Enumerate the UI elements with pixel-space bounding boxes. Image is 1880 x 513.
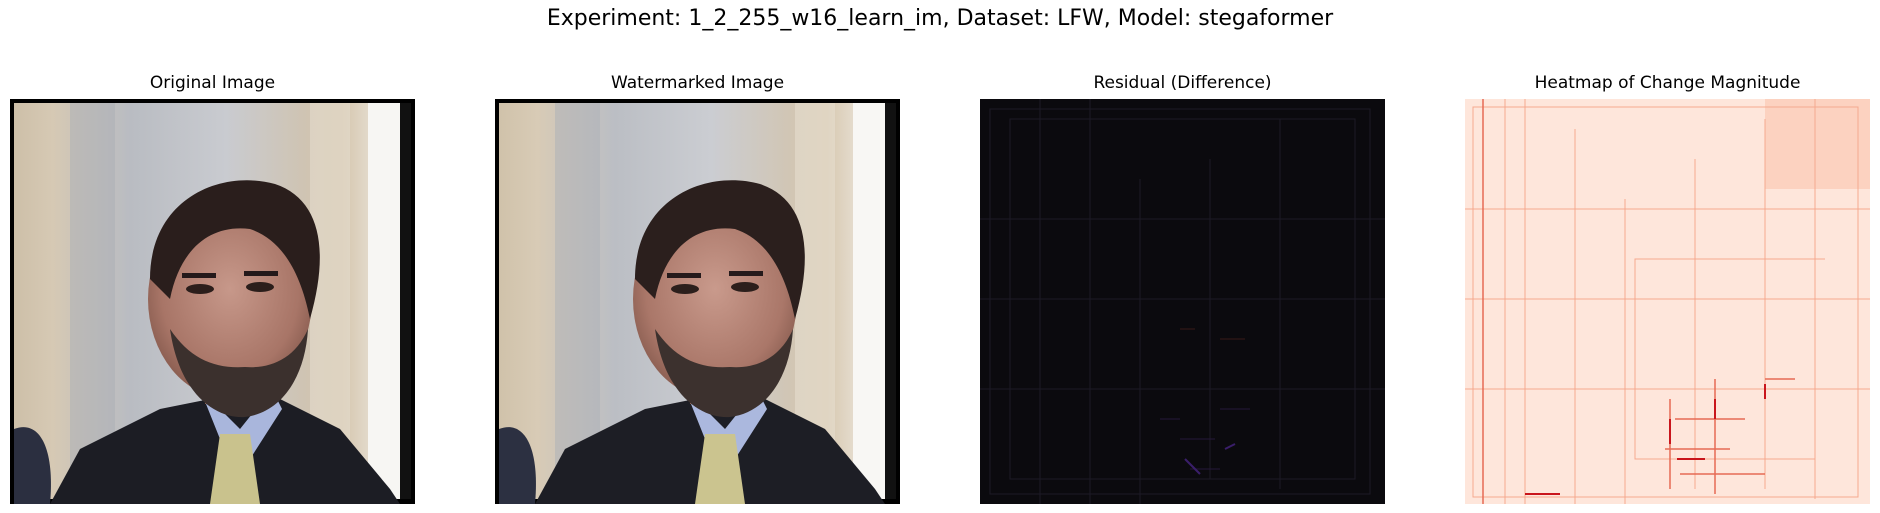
heatmap-graphic	[1465, 99, 1870, 504]
original-image	[10, 99, 415, 504]
original-portrait-graphic	[10, 99, 415, 504]
panel-title-original: Original Image	[149, 73, 276, 93]
panel-title-watermarked: Watermarked Image	[610, 73, 785, 93]
figure-title: Experiment: 1_2_255_w16_learn_im, Datase…	[546, 6, 1334, 31]
panel-title-heatmap: Heatmap of Change Magnitude	[1534, 73, 1801, 93]
panel-title-residual: Residual (Difference)	[1093, 73, 1272, 93]
heatmap-image	[1465, 99, 1870, 504]
residual-graphic	[980, 99, 1385, 504]
watermarked-portrait-graphic	[495, 99, 900, 504]
watermarked-image	[495, 99, 900, 504]
residual-image	[980, 99, 1385, 504]
